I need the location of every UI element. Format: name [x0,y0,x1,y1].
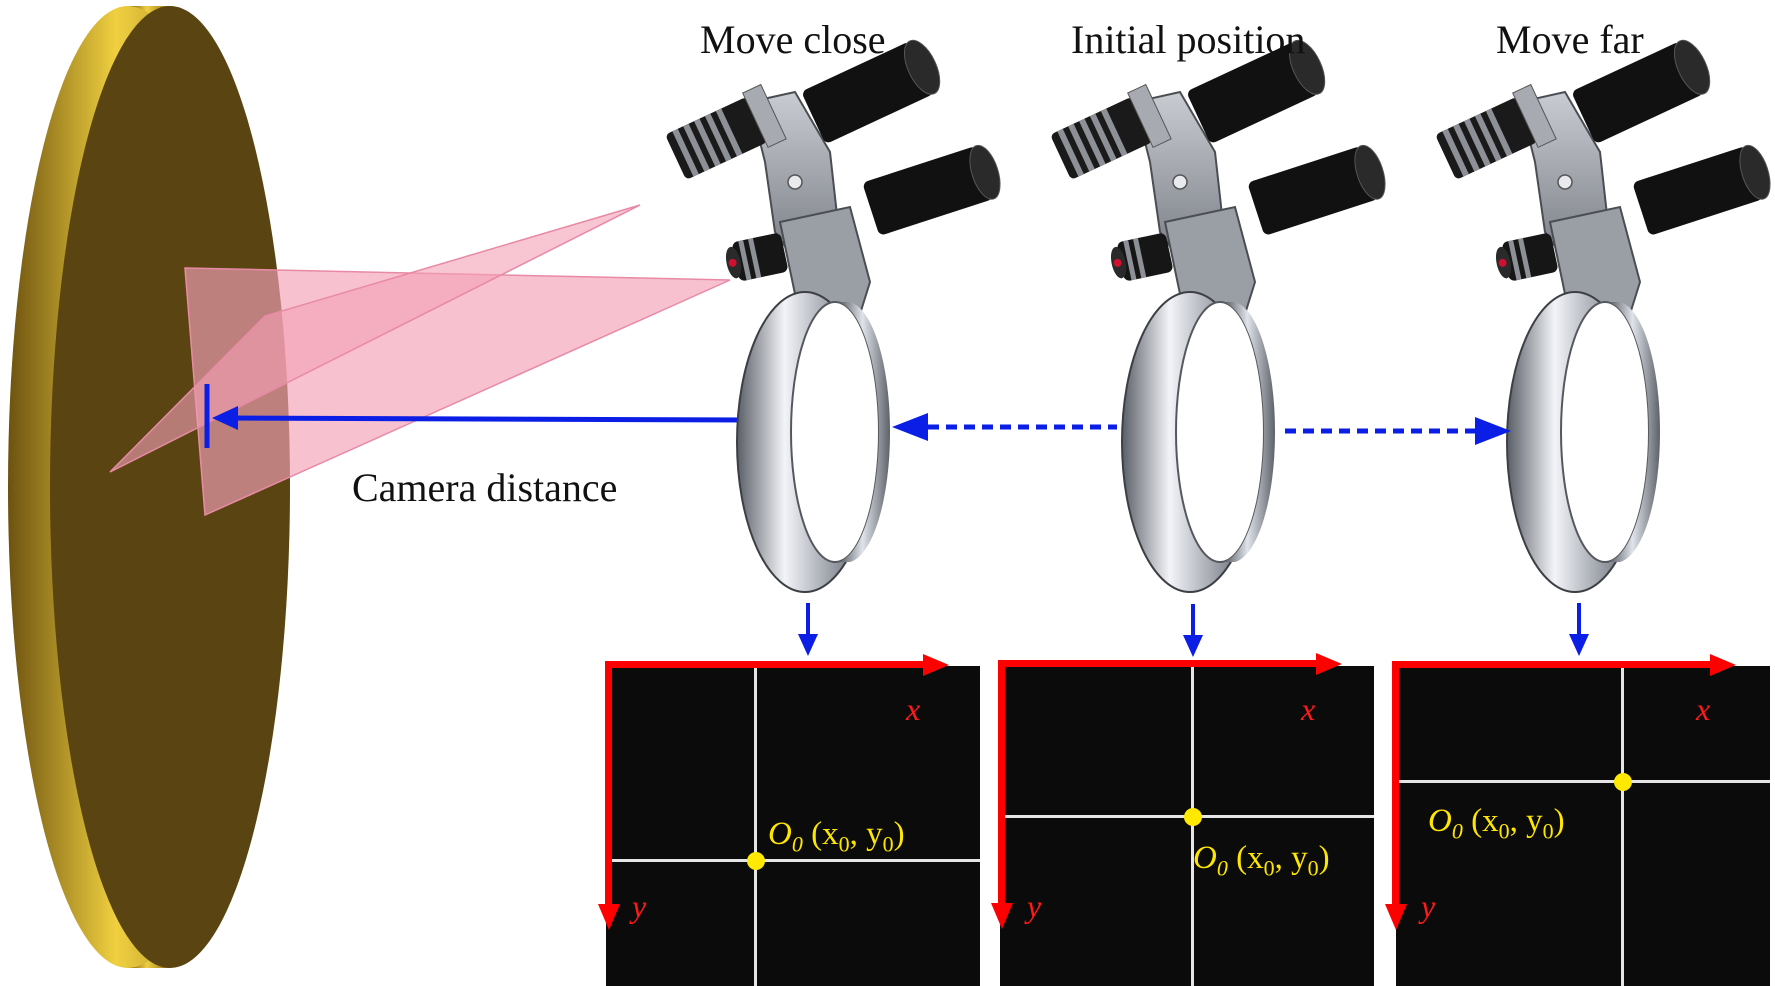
camera-image-move-far [1396,666,1770,986]
image-arrow-close [798,603,818,656]
camera-image-move-close [606,666,980,986]
x-axis [998,660,1318,667]
origin-point [1184,808,1202,826]
origin-point [747,852,765,870]
image-arrow-initial [1183,604,1203,657]
label-camera-distance: Camera distance [352,465,618,510]
label-move-far: Move far [1496,17,1644,62]
camera-rig-initial [1046,34,1392,593]
origin-label: O0 (x0, y0) [1193,840,1330,881]
x-axis-arrowhead [923,654,949,676]
move-far-direction-arrow [1285,417,1511,445]
origin-label: O0 (x0, y0) [768,816,905,857]
laser-line-horizontal [1396,780,1770,783]
x-axis-label: x [1301,691,1316,727]
origin-label: O0 (x0, y0) [1428,803,1565,844]
label-move-close: Move close [700,17,886,62]
origin-point [1614,773,1632,791]
y-axis-arrowhead [1385,904,1407,930]
y-axis [605,661,612,906]
laser-line-vertical [754,666,757,986]
camera-field-plane [109,204,641,473]
move-close-direction-arrow [892,413,1117,441]
y-axis-arrowhead [598,904,620,930]
x-axis-label: x [906,691,921,727]
x-axis-arrowhead [1316,653,1342,675]
target-disk-face [50,6,290,968]
camera-rig-move-far [1431,34,1775,593]
y-axis-arrowhead [991,903,1013,929]
camera-rig-move-close [661,34,1007,593]
laser-line-vertical [1621,666,1624,986]
y-axis-label: y [632,888,647,924]
y-axis [998,660,1005,905]
label-initial-position: Initial position [1071,17,1306,62]
x-axis-label: x [1696,691,1711,727]
x-axis [605,661,925,668]
y-axis-label: y [1421,888,1436,924]
x-axis-arrowhead [1710,654,1736,676]
y-axis [1392,661,1399,906]
y-axis-label: y [1027,888,1042,924]
x-axis [1392,661,1712,668]
image-arrow-far [1569,603,1589,656]
laser-line-horizontal [606,859,980,862]
laser-line-vertical [1191,666,1194,986]
camera-image-initial-position [1000,666,1374,986]
